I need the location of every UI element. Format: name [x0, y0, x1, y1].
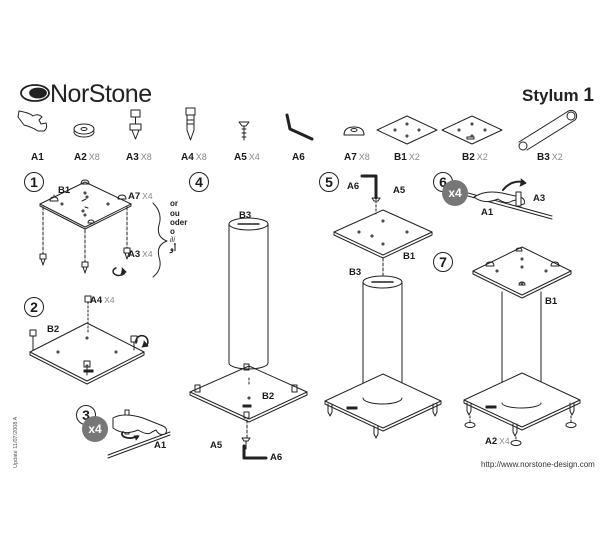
part-label: A1: [31, 152, 44, 163]
step1-drawing: [39, 179, 168, 278]
callout-a1: A1: [154, 440, 167, 451]
product-title: Stylum 1: [522, 86, 594, 105]
callout-b1: B1: [58, 185, 71, 196]
callout-a3: A3: [533, 193, 546, 204]
alternative-word: أو: [170, 244, 177, 253]
step2-drawing: [29, 295, 149, 385]
plate-b1-icon: [376, 115, 438, 145]
alternative-word: ilí: [170, 237, 176, 244]
revision-note: Update 11/07/2008 A: [13, 416, 19, 468]
step3-drawing: [107, 409, 171, 459]
wrench-a1-icon: [17, 110, 48, 132]
spike-a4-icon: [185, 107, 196, 141]
callout-b1: B1: [403, 251, 416, 262]
callout-a5: A5: [393, 185, 406, 196]
callout-a6: A6: [270, 452, 283, 463]
product-number: 1: [583, 85, 594, 106]
foot-a7-icon: [343, 126, 365, 136]
allen-key-a6-icon: [285, 113, 314, 141]
step6-drawing: [467, 178, 553, 220]
washer-a2-icon: [73, 123, 95, 138]
callout-b3: B3: [349, 267, 362, 278]
callout-b1: B1: [545, 296, 558, 307]
step7-drawing: [463, 246, 581, 446]
brand-name: NorStone: [50, 80, 152, 108]
callout-a6: A6: [347, 181, 360, 192]
callout-a5: A5: [210, 440, 223, 451]
alternative-word: ou: [170, 209, 180, 218]
callout-b2: B2: [47, 324, 60, 335]
part-label: A6: [292, 152, 305, 163]
callout-a1: A1: [481, 207, 494, 218]
quantity-badge: x4: [82, 416, 108, 442]
quantity-badge: x4: [442, 180, 468, 206]
pillar-b3-icon: [518, 109, 578, 151]
step-number-2: 2: [24, 297, 44, 317]
step-number-5: 5: [319, 172, 339, 192]
website-url: http://www.norstone-design.com: [481, 460, 595, 469]
product-name: Stylum: [522, 86, 579, 105]
step5-drawing: [324, 174, 442, 439]
alternative-word: or: [170, 199, 178, 208]
callout-b2: B2: [262, 391, 275, 402]
step-number-7: 7: [433, 252, 453, 272]
step4-drawing: [189, 217, 308, 460]
step-number-1: 1: [24, 172, 44, 192]
brand-logo-icon: [20, 84, 50, 102]
step-number-4: 4: [189, 172, 209, 192]
plate-b2-icon: [441, 115, 503, 145]
spike-a3-icon: [129, 109, 142, 140]
bolt-a5-icon: [238, 121, 250, 141]
callout-b3: B3: [239, 210, 252, 221]
alternative-word: o: [170, 227, 175, 236]
alternative-word: oder: [170, 218, 188, 227]
